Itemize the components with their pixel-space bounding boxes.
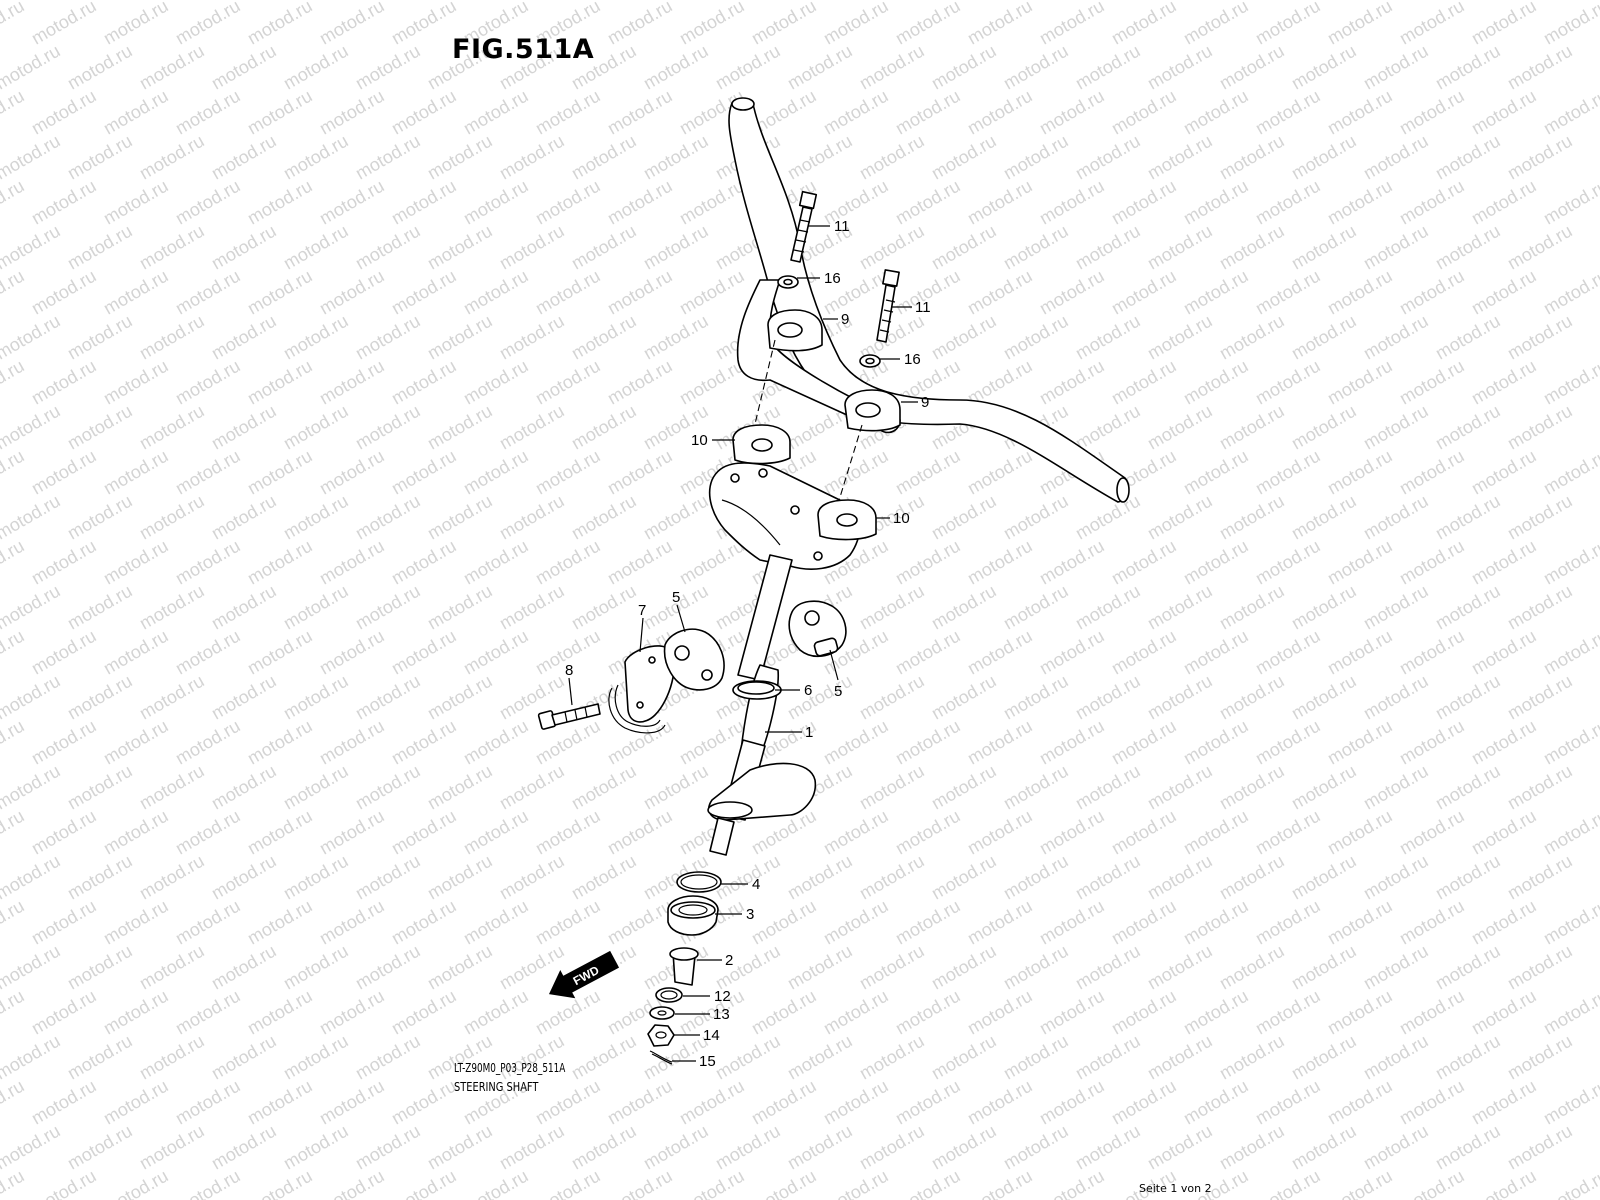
bushing-2 [669, 947, 699, 986]
steering-bracket-plate [708, 462, 861, 570]
document-name: STEERING SHAFT [454, 1080, 539, 1094]
page-indicator: Seite 1 von 2 [1139, 1182, 1212, 1195]
callout-5-upper: 5 [672, 589, 680, 606]
callout-11-lower: 11 [915, 299, 931, 316]
holder-5-right [788, 600, 847, 658]
callout-10-left: 10 [691, 432, 708, 449]
callout-5-lower: 5 [834, 683, 842, 700]
figure-title: FIG.511A [452, 34, 595, 65]
holder-5-left [663, 628, 725, 691]
holder-10-left [732, 424, 791, 465]
clamp-9-left [767, 309, 823, 352]
nut-14 [647, 1024, 675, 1047]
callout-14: 14 [703, 1027, 720, 1044]
callout-11-upper: 11 [834, 218, 850, 235]
clamp-9-right [844, 389, 901, 432]
callout-1: 1 [805, 724, 813, 741]
callout-13: 13 [713, 1006, 730, 1023]
callout-15: 15 [699, 1053, 716, 1070]
callout-9-upper: 9 [841, 311, 849, 328]
callout-2: 2 [725, 952, 733, 969]
fwd-arrow: FWD [548, 950, 620, 999]
cotter-pin-15 [649, 1050, 673, 1065]
plate-7 [608, 645, 675, 734]
callout-6: 6 [804, 682, 812, 699]
callout-16-lower: 16 [904, 351, 921, 368]
washer-12 [655, 987, 683, 1003]
steering-shaft-1 [707, 554, 816, 856]
callout-10-right: 10 [893, 510, 910, 527]
callout-8: 8 [565, 662, 573, 679]
bolt-8 [537, 703, 601, 730]
callout-3: 3 [746, 906, 754, 923]
callout-7: 7 [638, 602, 646, 619]
bolt-11-left [790, 190, 818, 263]
nut-3 [667, 895, 719, 936]
callout-4: 4 [752, 876, 760, 893]
callout-9-lower: 9 [921, 394, 929, 411]
washer-13 [649, 1006, 675, 1020]
callouts: 11 16 11 9 16 9 10 10 5 7 5 8 6 1 4 3 2 … [565, 218, 931, 1070]
holder-10-right [817, 499, 877, 541]
callout-12: 12 [714, 988, 731, 1005]
bolt-11-right [876, 269, 900, 343]
document-code: LT-Z90M0_P03_P28_511A [454, 1061, 566, 1075]
leader-lines [568, 225, 918, 1062]
callout-16-upper: 16 [824, 270, 841, 287]
ring-6 [737, 681, 775, 695]
